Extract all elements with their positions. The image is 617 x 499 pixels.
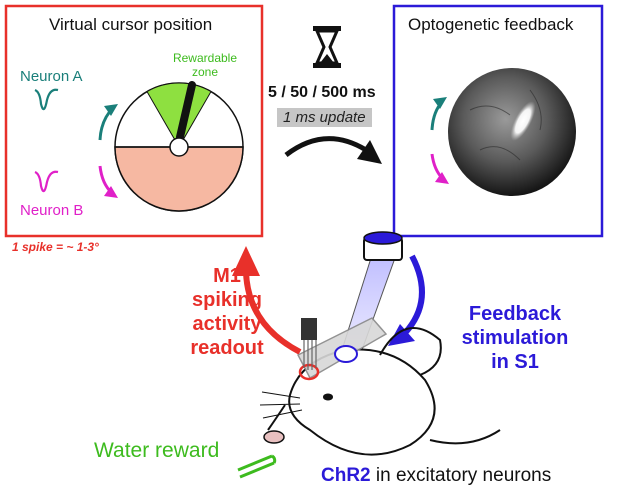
m1-site [298, 363, 320, 381]
neuron-a-arrowhead [104, 104, 118, 116]
spike-degree-note: 1 spike = ~ 1-3° [12, 240, 99, 254]
blue-arrowhead [388, 324, 415, 346]
electrode-icon [301, 318, 317, 370]
neuron-a-spike-icon [34, 88, 59, 111]
readout-arrow-icon [243, 271, 302, 355]
rewardable-zone-line-1: Rewardable [172, 51, 238, 65]
timing-options: 5 / 50 / 500 ms [268, 84, 376, 101]
readout-line-2: spiking [191, 289, 262, 311]
readout-line-3: activity [192, 313, 262, 335]
feedback-line-2: stimulation [461, 327, 569, 349]
optogenetic-panel-title: Optogenetic feedback [408, 15, 574, 34]
cursor-needle [176, 81, 196, 141]
feedback-line-3: in S1 [491, 351, 539, 373]
hourglass-icon [313, 26, 341, 68]
right-magenta-arrowhead [435, 172, 449, 184]
chr2-name: ChR2 [321, 465, 371, 486]
brain-image [448, 68, 576, 196]
rewardable-zone-label: Rewardable zone [160, 51, 250, 79]
feedback-line-1: Feedback [468, 303, 562, 325]
neuron-a-label: Neuron A [20, 68, 83, 85]
red-arrowhead [232, 246, 260, 276]
chr2-label: ChR2 in excitatory neurons [321, 466, 551, 485]
neuron-b-arrowhead [104, 186, 118, 198]
water-reward-label: Water reward [94, 439, 220, 462]
rewardable-zone-wedge [146, 82, 212, 148]
chr2-description: in excitatory neurons [370, 465, 552, 486]
feedback-stimulation-label: Feedback stimulation in S1 [440, 302, 590, 374]
neuron-b-label: Neuron B [20, 202, 84, 219]
black-arrowhead [357, 140, 382, 164]
cursor-dial [114, 81, 244, 212]
feedback-arrow-icon [402, 254, 425, 336]
s1-site [334, 345, 358, 363]
readout-line-4: readout [190, 337, 264, 359]
water-spout-icon [237, 454, 277, 479]
mouse-eye [323, 393, 333, 401]
rewardable-zone-line-2: zone [191, 65, 219, 79]
readout-line-1: M1 [213, 265, 241, 287]
neuron-b-spike-icon [34, 170, 59, 193]
cursor-to-feedback-arrow-icon [284, 136, 368, 157]
m1-readout-label: M1 spiking activity readout [172, 264, 282, 360]
mouse-nose [263, 430, 285, 444]
stimulation-glow [510, 101, 536, 141]
right-teal-arrowhead [433, 97, 447, 109]
update-rate: 1 ms update [277, 108, 372, 127]
cursor-panel-title: Virtual cursor position [49, 15, 213, 34]
